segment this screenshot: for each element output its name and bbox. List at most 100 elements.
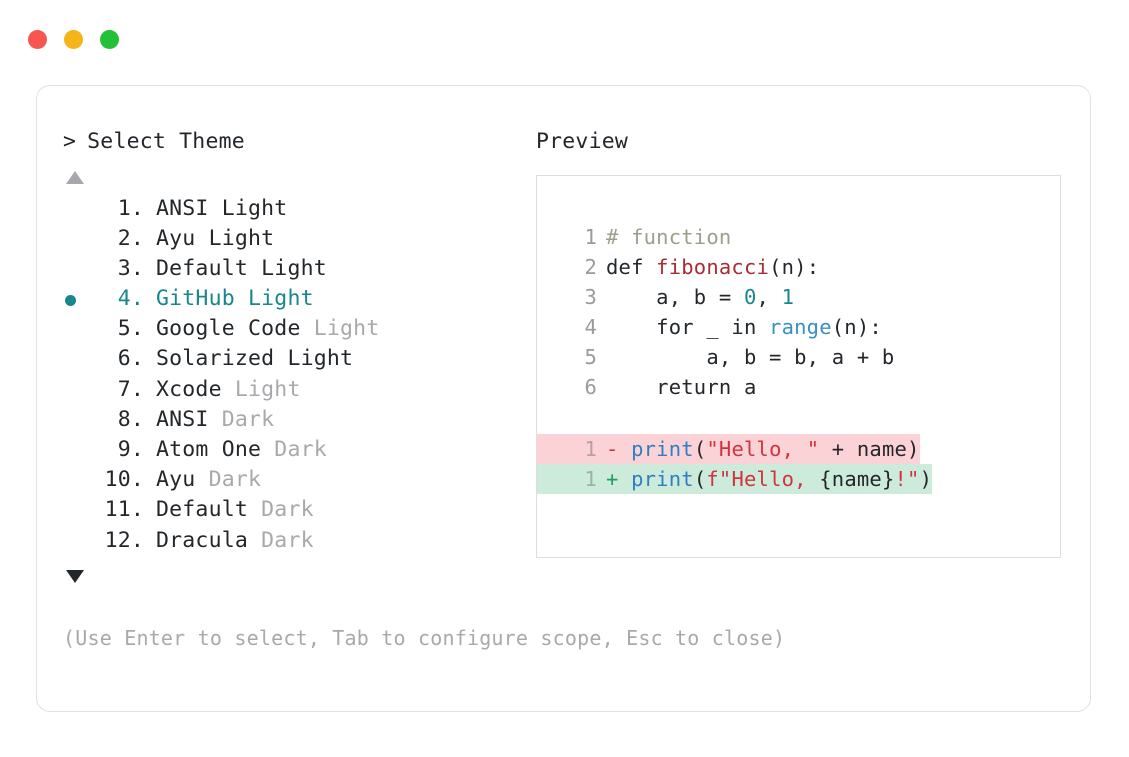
line-number: 6 <box>584 375 597 400</box>
theme-list-item[interactable]: 12.Dracula Dark <box>63 526 533 556</box>
theme-item-name: Atom One <box>156 437 262 462</box>
theme-list-item[interactable]: 6. Solarized Light <box>63 344 533 374</box>
theme-list-item[interactable]: 11. Default Dark <box>63 495 533 525</box>
code-token: 1 <box>781 284 795 309</box>
line-number: 4 <box>584 315 597 340</box>
selected-bullet-icon <box>65 295 76 307</box>
theme-item-index: 1. <box>117 195 144 221</box>
code-token: a, b = b, a + b <box>606 345 895 370</box>
code-line-text: a, b = 0, 1 <box>597 282 794 312</box>
theme-item-index: 4. <box>117 286 144 312</box>
theme-item-name: ANSI <box>156 195 209 221</box>
theme-list-item[interactable]: 7.Xcode Light <box>63 375 533 405</box>
theme-list-item[interactable]: 1.ANSI Light <box>63 194 533 224</box>
theme-item-index: 6. <box>117 346 144 372</box>
theme-item-index: 11. <box>104 497 144 523</box>
code-token: + name) <box>819 436 920 461</box>
theme-list-item[interactable]: 2. Ayu Light <box>63 224 533 254</box>
code-line: 5 a, b = b, a + b <box>537 342 1060 372</box>
theme-list-item[interactable]: 9.Atom One Dark <box>63 435 533 465</box>
diff-block: 1- print("Hello, " + name)1+ print(f"Hel… <box>537 433 1060 495</box>
code-token: range <box>769 315 832 340</box>
theme-item-name: Google Code <box>156 316 301 342</box>
theme-item-name: Ayu <box>156 225 196 251</box>
maximize-window-button[interactable] <box>100 30 119 49</box>
code-token: (n): <box>831 315 882 340</box>
theme-item-index: 7. <box>117 376 144 402</box>
code-token: # function <box>606 224 732 249</box>
prompt-header: > Select Theme <box>63 131 533 153</box>
theme-item-index: 5. <box>117 316 144 342</box>
page-title: Select Theme <box>87 129 245 154</box>
code-token: 0 <box>743 284 757 309</box>
diff-line-removed: 1- print("Hello, " + name) <box>537 433 1060 464</box>
theme-item-name: ANSI <box>156 406 209 432</box>
theme-item-name: Ayu <box>156 467 196 493</box>
preview-label: Preview <box>536 129 629 154</box>
scroll-up-arrow-icon[interactable] <box>66 170 84 184</box>
theme-item-index: 3. <box>117 255 144 281</box>
diff-marker: + <box>606 466 632 491</box>
theme-item-variant: Light <box>195 225 275 251</box>
minimize-window-button[interactable] <box>64 30 83 49</box>
theme-item-name: GitHub <box>156 286 235 312</box>
theme-item-variant: Light <box>274 346 354 372</box>
diff-marker: - <box>606 436 632 461</box>
theme-item-variant: Light <box>248 255 327 281</box>
code-token: , <box>756 284 782 309</box>
theme-item-variant: Light <box>300 316 380 342</box>
code-line-text: def fibonacci(n): <box>597 252 819 282</box>
code-line: 1 # function <box>537 222 1060 252</box>
code-token: {name} <box>819 466 895 491</box>
diff-line-content: - print("Hello, " + name) <box>597 433 920 464</box>
theme-item-index: 2. <box>117 225 144 251</box>
code-token: ( <box>693 436 707 461</box>
theme-list-item[interactable]: 3.Default Light <box>63 254 533 284</box>
line-number: 3 <box>584 284 597 309</box>
theme-item-index: 8. <box>117 406 144 432</box>
code-token: fibonacci <box>656 254 770 279</box>
theme-item-name: Xcode <box>156 376 222 402</box>
code-line: 4 for _ in range(n): <box>537 312 1060 342</box>
code-token: f"Hello, <box>706 466 820 491</box>
theme-item-index: 12. <box>104 527 144 553</box>
line-number: 1 <box>584 224 597 249</box>
theme-item-name: Solarized <box>156 346 275 372</box>
code-token: print <box>631 466 694 491</box>
code-token: ) <box>919 466 933 491</box>
theme-item-variant: Light <box>234 286 314 312</box>
code-token: (n): <box>769 254 820 279</box>
prompt-caret-icon: > <box>63 129 77 154</box>
code-token: def <box>606 254 657 279</box>
code-line-text: a, b = b, a + b <box>597 342 894 372</box>
code-line-text: return a <box>597 372 757 402</box>
code-token: "Hello, " <box>706 436 820 461</box>
window-controls <box>28 30 119 49</box>
diff-line-added: 1+ print(f"Hello, {name}!") <box>537 463 1060 495</box>
code-line: 6 return a <box>537 372 1060 402</box>
code-token: return a <box>606 375 757 400</box>
close-window-button[interactable] <box>28 30 47 49</box>
scroll-down-arrow-icon[interactable] <box>66 569 84 583</box>
theme-item-variant: Dark <box>195 467 262 493</box>
theme-item-index: 10. <box>104 467 144 493</box>
diff-line-content: + print(f"Hello, {name}!") <box>597 463 933 495</box>
theme-list-item[interactable]: 8. ANSI Dark <box>63 405 533 435</box>
theme-item-name: Default <box>156 497 249 523</box>
theme-list-item[interactable]: 10. Ayu Dark <box>63 465 533 495</box>
theme-list-item[interactable]: 4. GitHub Light <box>63 284 533 314</box>
theme-item-variant: Dark <box>248 527 314 553</box>
code-token: ( <box>693 466 707 491</box>
theme-item-variant: Dark <box>248 497 314 523</box>
theme-item-variant: Dark <box>208 406 275 432</box>
code-line-text: for _ in range(n): <box>597 312 882 342</box>
line-number: 2 <box>584 254 597 279</box>
line-number: 1 <box>537 463 597 495</box>
line-number: 5 <box>584 345 597 370</box>
theme-list-item[interactable]: 5. Google Code Light <box>63 314 533 344</box>
